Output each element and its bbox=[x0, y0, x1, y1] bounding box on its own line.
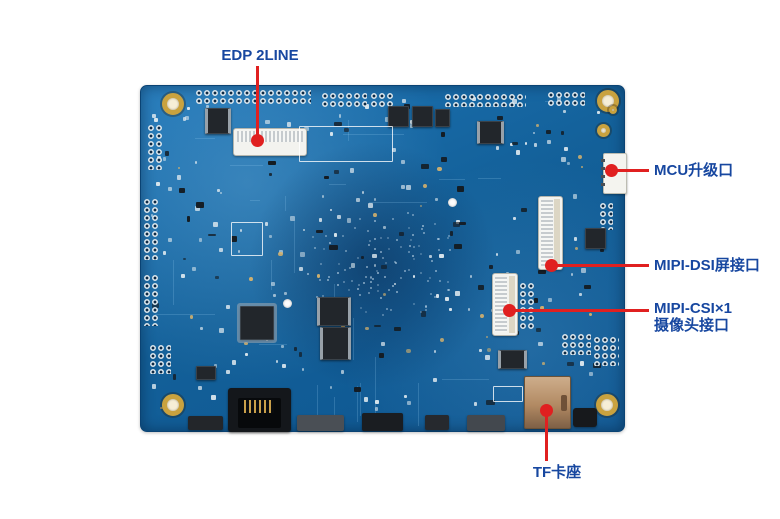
qfp-chip bbox=[240, 306, 274, 340]
bottom-connector-5 bbox=[467, 415, 505, 431]
power-component-3 bbox=[435, 109, 450, 127]
pin-header-left-3 bbox=[143, 274, 160, 326]
power-component-1 bbox=[388, 106, 409, 127]
label-mcu-upgrade-port: MCU升级口 bbox=[654, 162, 734, 179]
pin-header-top-1 bbox=[195, 89, 311, 106]
mounting-hole-top-left bbox=[162, 93, 184, 115]
label-tf-card-slot: TF卡座 bbox=[532, 464, 582, 481]
silkscreen-box-3 bbox=[493, 386, 523, 402]
ffc-edge bbox=[554, 199, 560, 267]
callout-dot-edp bbox=[251, 134, 264, 147]
ic-chip-bottom-left bbox=[196, 366, 216, 380]
audio-jack bbox=[573, 408, 597, 427]
ffc-ribs bbox=[541, 200, 553, 266]
rj45-connector bbox=[228, 388, 291, 432]
pin-header-left-4 bbox=[149, 344, 171, 374]
callout-dot-dsi bbox=[545, 259, 558, 272]
gold-pad-hole bbox=[597, 124, 610, 137]
ffc-ribs bbox=[495, 277, 507, 332]
bottom-connector-3 bbox=[362, 413, 403, 431]
mipi-dsi-ffc-connector bbox=[538, 196, 563, 270]
memory-chip-1 bbox=[317, 297, 351, 326]
bottom-connector-4 bbox=[425, 415, 449, 430]
white-hole-1 bbox=[448, 198, 457, 207]
pad-grid-bottom-right-1 bbox=[561, 333, 591, 355]
soic-chip bbox=[477, 121, 504, 144]
bottom-connector-2 bbox=[297, 415, 344, 431]
callout-line-edp bbox=[256, 66, 259, 140]
edp-ffc-connector bbox=[233, 128, 307, 156]
callout-dot-csi bbox=[503, 304, 516, 317]
mounting-hole-bottom-left bbox=[162, 394, 184, 416]
ic-chip-top-left bbox=[205, 108, 231, 134]
silkscreen-box-1 bbox=[299, 126, 393, 162]
callout-line-mcu bbox=[616, 169, 649, 172]
label-mipi-csi-line1: MIPI-CSI×1 bbox=[654, 300, 732, 317]
mounting-hole-bottom-right bbox=[596, 394, 618, 416]
rj45-pins bbox=[244, 400, 274, 413]
callout-line-tf bbox=[545, 415, 548, 461]
label-mipi-dsi-port: MIPI-DSI屏接口 bbox=[654, 257, 760, 274]
label-mipi-csi-line2: 摄像头接口 bbox=[654, 317, 730, 334]
pin-header-left-1 bbox=[147, 124, 164, 170]
connector-pins bbox=[601, 159, 605, 189]
silkscreen-box-2 bbox=[231, 222, 263, 256]
callout-line-csi bbox=[512, 309, 649, 312]
ic-chip-near-tf bbox=[498, 350, 527, 369]
bottom-connector-1 bbox=[188, 416, 223, 430]
callout-line-dsi bbox=[554, 264, 649, 267]
pin-header-top-2 bbox=[321, 92, 367, 107]
pin-header-mid-right bbox=[519, 282, 535, 330]
tf-slot-notch bbox=[561, 395, 567, 411]
pad-grid-bottom-right-2 bbox=[593, 336, 619, 366]
pcb-board bbox=[140, 85, 627, 432]
gold-pad-hole-small bbox=[609, 106, 617, 114]
ic-chip-right bbox=[585, 228, 606, 249]
white-hole-2 bbox=[283, 299, 292, 308]
callout-dot-mcu bbox=[605, 164, 618, 177]
pin-header-top-4 bbox=[444, 93, 526, 107]
pin-header-right-1 bbox=[599, 202, 613, 230]
label-edp-2line: EDP 2LINE bbox=[221, 47, 299, 64]
label-mipi-csi-port: MIPI-CSI×1 摄像头接口 bbox=[654, 300, 732, 334]
callout-dot-tf bbox=[540, 404, 553, 417]
pin-header-top-5 bbox=[547, 91, 585, 108]
pin-header-left-2 bbox=[143, 198, 158, 260]
ffc-ribs bbox=[237, 131, 303, 142]
power-component-2 bbox=[412, 106, 433, 127]
memory-chip-2 bbox=[320, 327, 351, 360]
pin-header-top-3 bbox=[370, 92, 394, 107]
